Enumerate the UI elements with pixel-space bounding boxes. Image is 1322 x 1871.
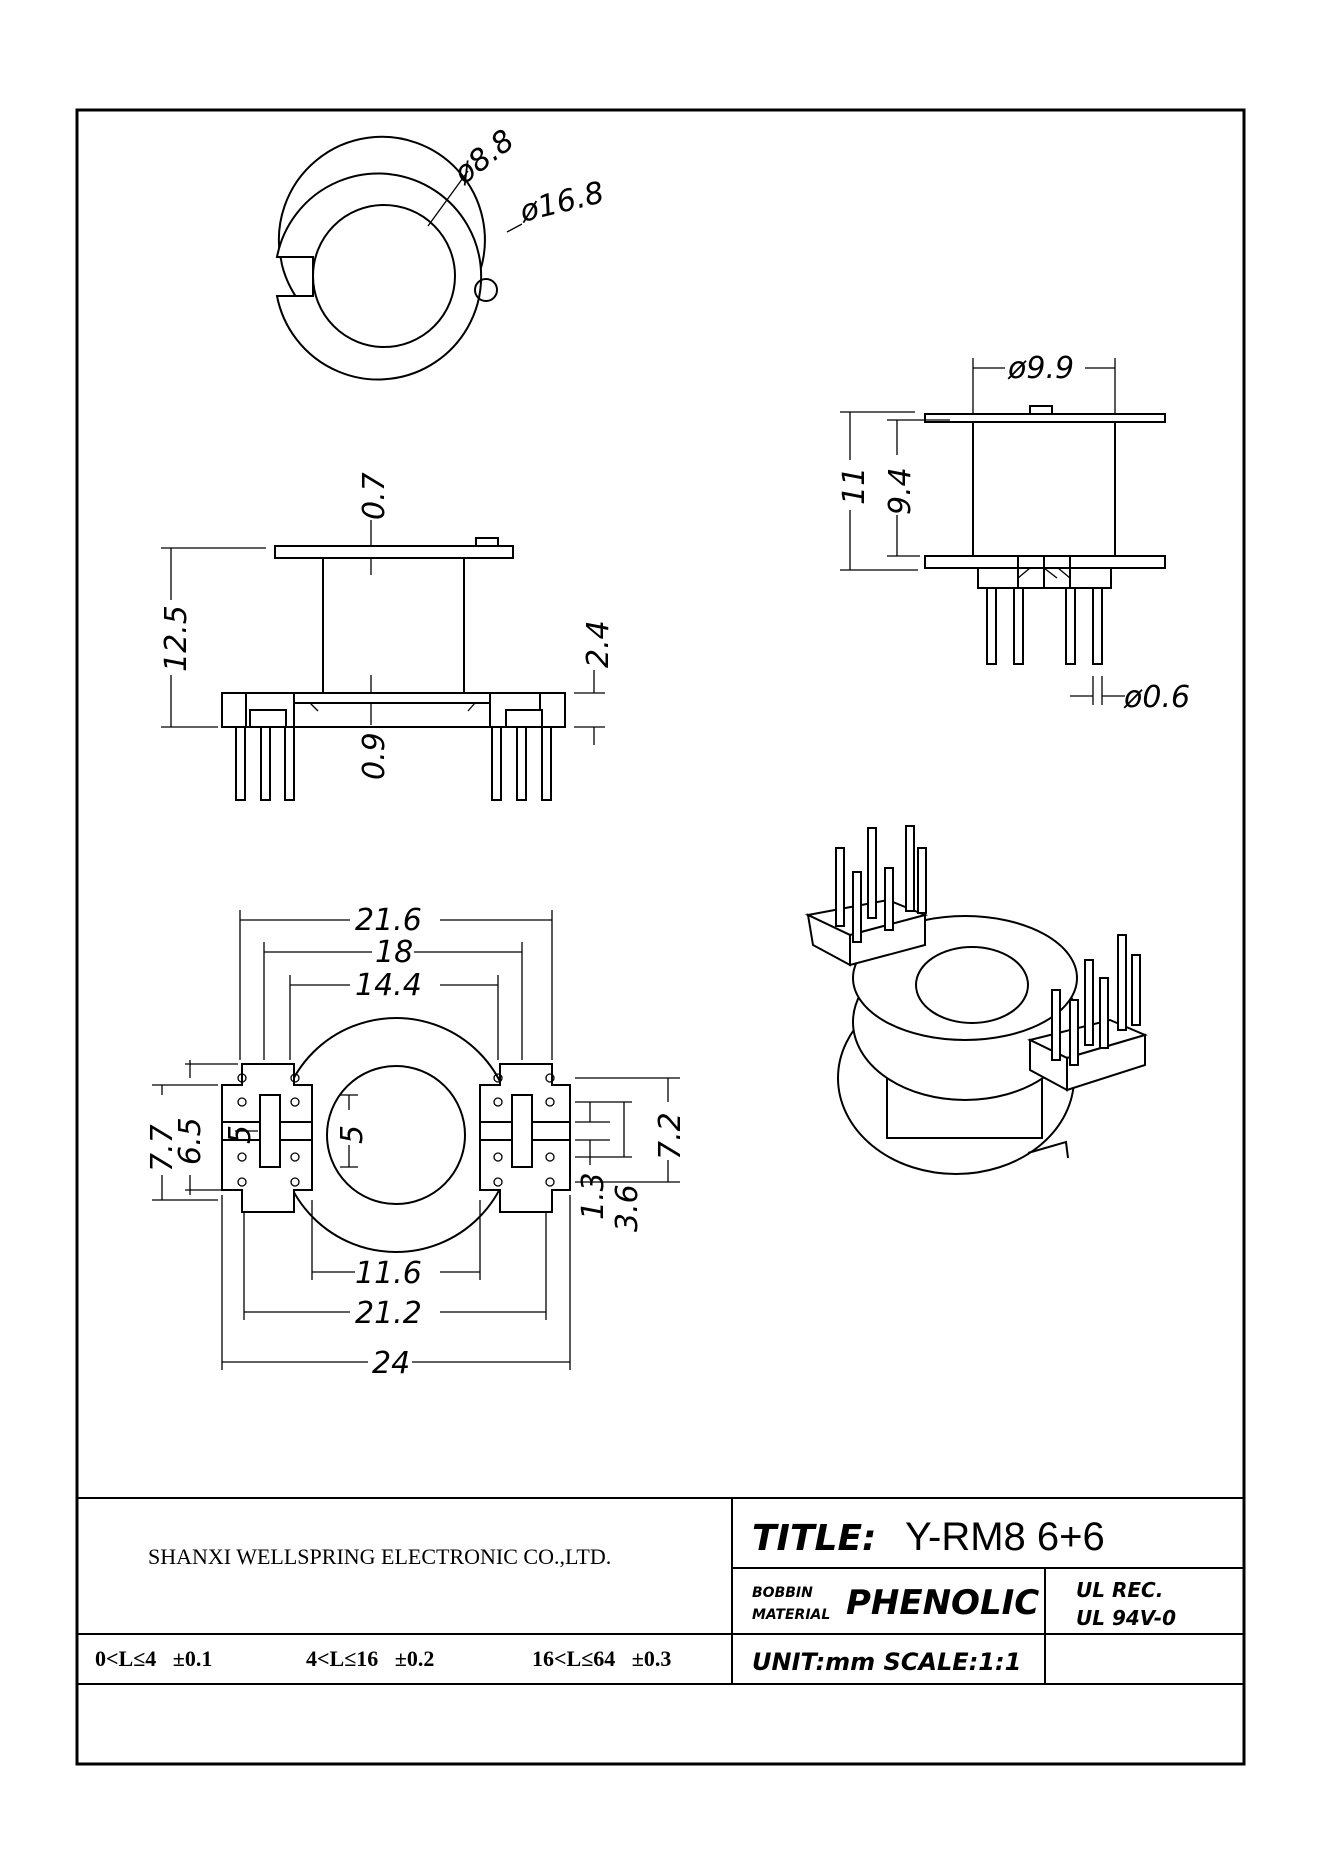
drawing-border [75,108,1246,1766]
dim-width-14-4: 14.4 [355,968,422,1003]
dim-hole-5: 5 [335,1125,370,1144]
ul-rating: UL 94V-0 [1076,1606,1176,1630]
tolerance-range-3: 16<L≤64 ±0.3 [532,1646,671,1671]
bottom-view: 21.6 18 14.4 11.6 21.2 24 7.7 [145,903,688,1381]
ul-rec-label: UL REC. [1076,1578,1163,1602]
dim-width-21-6: 21.6 [355,903,422,938]
unit-scale: UNIT:mm SCALE:1:1 [752,1648,1021,1676]
bobbin-label-2: MATERIAL [752,1607,830,1623]
dim-total-height: 12.5 [159,605,194,672]
company-name: SHANXI WELLSPRING ELECTRONIC CO.,LTD. [148,1544,611,1569]
dim-height-inner: 9.4 [883,467,918,515]
tolerance-range-1: 0<L≤4 ±0.1 [95,1646,212,1671]
dim-height-7-2: 7.2 [653,1112,688,1160]
dim-core-diameter: ø9.9 [1007,351,1074,386]
dim-base-gap: 0.9 [357,732,392,780]
isometric-view [804,825,1148,1175]
side-view: 12.5 0.7 2.4 0.9 [159,472,616,801]
bobbin-label-1: BOBBIN [752,1585,813,1601]
dim-flange-thickness: 0.7 [357,472,392,520]
dim-width-24: 24 [372,1346,410,1381]
dim-width-11-6: 11.6 [355,1256,422,1291]
end-view: ø9.9 11 9.4 ø0.6 [837,351,1190,715]
title-value: Y-RM8 6+6 [905,1515,1105,1559]
dim-height-3-6: 3.6 [610,1184,645,1232]
dim-height-1-3: 1.3 [576,1172,611,1220]
dim-height-outer: 11 [837,467,872,505]
dim-outer-diameter: ø16.8 [515,175,607,230]
material-value: PHENOLIC [846,1583,1039,1623]
top-view: ø8.8 ø16.8 [275,123,608,381]
dim-width-18: 18 [375,935,413,970]
tolerance-range-2: 4<L≤16 ±0.2 [306,1646,434,1671]
dim-slot-5: 5 [223,1125,258,1144]
dim-width-21-2: 21.2 [355,1296,422,1331]
title-block: SHANXI WELLSPRING ELECTRONIC CO.,LTD. TI… [77,1497,1244,1685]
dim-pin-diameter: ø0.6 [1123,680,1190,715]
title-label: TITLE: [752,1518,876,1559]
dim-height-6-5: 6.5 [173,1117,208,1165]
dim-base-height: 2.4 [581,620,616,668]
dim-height-7-7: 7.7 [145,1124,180,1172]
dim-inner-diameter: ø8.8 [447,123,521,192]
